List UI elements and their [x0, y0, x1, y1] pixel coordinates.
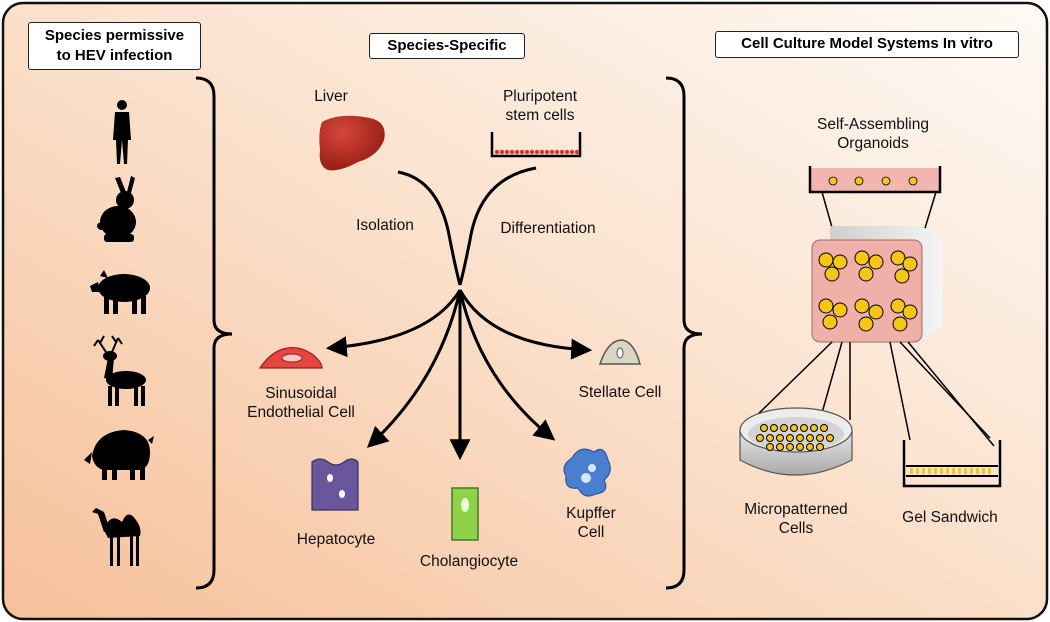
- cell-culture-title-box: Cell Culture Model Systems In vitro: [715, 31, 1019, 58]
- isolation-curve: [397, 170, 462, 286]
- hepatocyte-icon: [311, 458, 359, 511]
- connector-line: [889, 341, 911, 441]
- stem-cell-dish-icon: [490, 132, 582, 158]
- micropatterned-label: Micropatterned Cells: [744, 501, 848, 537]
- arrow-to-hepatocyte: [366, 289, 462, 448]
- rabbit-icon: [97, 176, 136, 242]
- gel-sandwich-label: Gel Sandwich: [902, 509, 998, 526]
- endothelial-cell-label: Sinusoidal Endothelial Cell: [247, 385, 355, 421]
- arrow-to-stellate: [458, 289, 593, 360]
- stem-cells-label: Pluripotent stem cells: [502, 88, 578, 124]
- kupffer-cell-icon: [563, 448, 611, 497]
- connector-line: [907, 341, 995, 447]
- human-icon: [113, 100, 131, 164]
- endothelial-cell-icon: [258, 347, 323, 369]
- connector-line: [819, 341, 843, 421]
- liver-icon: [319, 115, 385, 171]
- right-bracket: [665, 76, 703, 590]
- species-title-box: Species permissive to HEV infection: [28, 22, 201, 70]
- kupffer-cell-label: Kupffer Cell: [566, 505, 616, 541]
- connector-line: [751, 341, 833, 421]
- wild-boar-icon: [84, 430, 154, 480]
- gel-sandwich-icon: [902, 440, 1002, 488]
- differentiation-label: Differentiation: [500, 220, 596, 237]
- micropatterned-dish-icon: [739, 407, 853, 476]
- stellate-cell-icon: [598, 339, 641, 365]
- differentiation-curve: [458, 166, 537, 286]
- camel-icon: [92, 508, 141, 566]
- hepatocyte-label: Hepatocyte: [296, 531, 376, 548]
- isolation-label: Isolation: [356, 217, 414, 234]
- organoids-label: Self-Assembling Organoids: [817, 116, 929, 152]
- species-specific-title-box: Species-Specific: [369, 33, 525, 59]
- arrow-to-endothelial: [325, 289, 462, 358]
- organoid-cube-icon: [811, 226, 942, 343]
- deer-icon: [93, 335, 146, 406]
- liver-label: Liver: [314, 88, 348, 105]
- arrow-to-kupffer: [458, 289, 556, 441]
- cholangiocyte-label: Cholangiocyte: [419, 553, 519, 570]
- organoid-chamber-icon: [808, 166, 942, 194]
- pig-icon: [90, 270, 150, 314]
- left-bracket: [195, 76, 233, 590]
- cholangiocyte-icon: [451, 487, 479, 541]
- stellate-cell-label: Stellate Cell: [578, 384, 662, 401]
